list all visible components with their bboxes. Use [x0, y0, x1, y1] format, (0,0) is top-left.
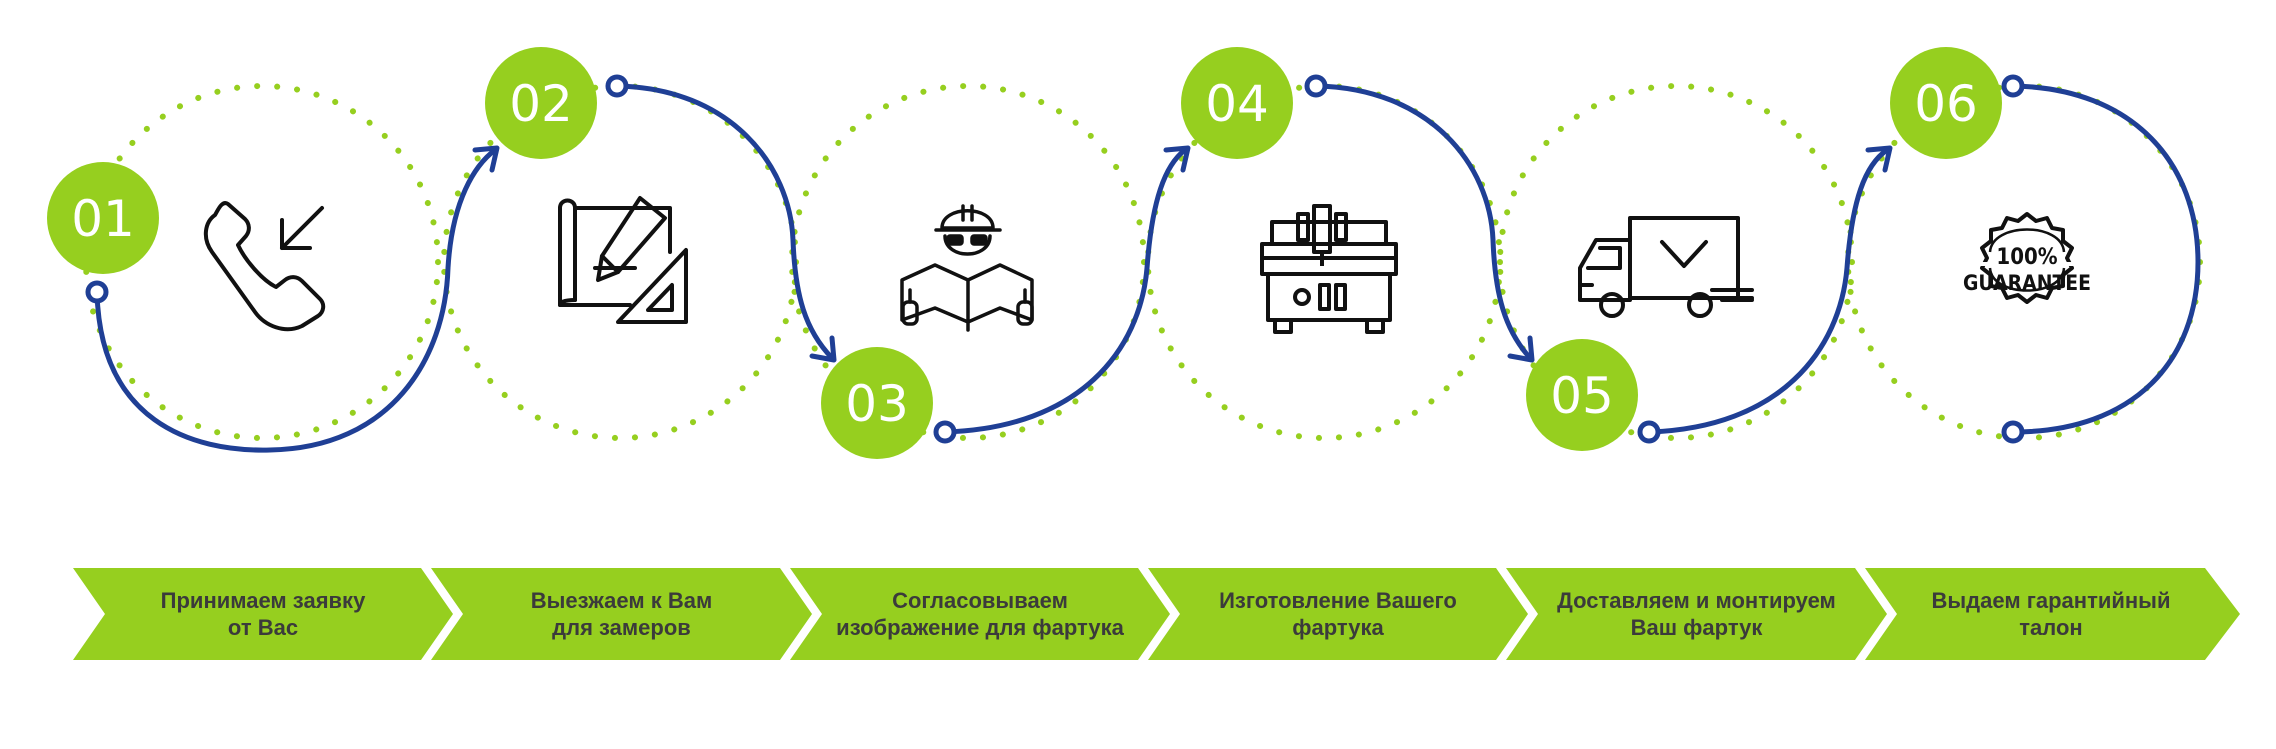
arrowhead-4 — [1507, 335, 1535, 363]
step-number-circle-3 — [821, 347, 933, 459]
cnc-machine-icon — [1260, 204, 1398, 334]
dotted-ring-4 — [1145, 83, 1503, 441]
flow-arc-5 — [1646, 147, 1890, 435]
step-number-circle-2 — [485, 47, 597, 159]
flow-arc-4 — [1313, 83, 1533, 361]
arrowhead-1 — [472, 145, 500, 173]
flow-dot-3 — [933, 420, 957, 444]
guarantee-badge-icon: 100% GUARANTEE — [1962, 212, 2092, 304]
badge-text-percent: 100% — [1996, 245, 2057, 270]
chevron-3 — [790, 568, 1170, 660]
engineer-icon — [900, 204, 1034, 332]
step-number-3: 03 — [845, 375, 909, 433]
chevron-5 — [1506, 568, 1887, 660]
dotted-ring-3 — [789, 83, 1147, 441]
step-number-circle-6 — [1890, 47, 2002, 159]
delivery-truck-icon — [1578, 216, 1754, 318]
flow-arc-6 — [2010, 83, 2201, 435]
badge-text-guarantee: GUARANTEE — [1963, 271, 2091, 295]
chevron-1 — [73, 568, 453, 660]
chevron-6 — [1865, 568, 2240, 660]
step-number-5: 05 — [1550, 367, 1614, 425]
flow-dot-4 — [1304, 74, 1328, 98]
chevron-4 — [1148, 568, 1528, 660]
flow-dot-5 — [1637, 420, 1661, 444]
step-number-4: 04 — [1205, 75, 1269, 133]
flow-dot-6a — [2001, 74, 2025, 98]
phone-icon — [203, 201, 326, 332]
arrowhead-5 — [1865, 145, 1893, 173]
flow-arc-2 — [614, 83, 835, 361]
flow-arc-3 — [942, 147, 1188, 435]
step-number-1: 01 — [71, 190, 135, 248]
step-number-circle-1 — [47, 162, 159, 274]
arrowhead-2 — [809, 335, 837, 363]
chevron-2 — [431, 568, 812, 660]
flow-arc-1 — [94, 147, 498, 453]
blueprint-pencil-icon — [558, 196, 688, 324]
flow-dot-6b — [2001, 420, 2025, 444]
step-number-circle-4 — [1181, 47, 1293, 159]
dotted-ring-1 — [83, 83, 441, 441]
flow-dot-2 — [605, 74, 629, 98]
dotted-ring-2 — [441, 83, 799, 441]
step-number-6: 06 — [1914, 75, 1978, 133]
step-number-2: 02 — [509, 75, 573, 133]
arrowhead-3 — [1163, 145, 1191, 173]
flow-dot-1 — [85, 280, 109, 304]
dotted-ring-5 — [1497, 83, 1855, 441]
step-number-circle-5 — [1526, 339, 1638, 451]
